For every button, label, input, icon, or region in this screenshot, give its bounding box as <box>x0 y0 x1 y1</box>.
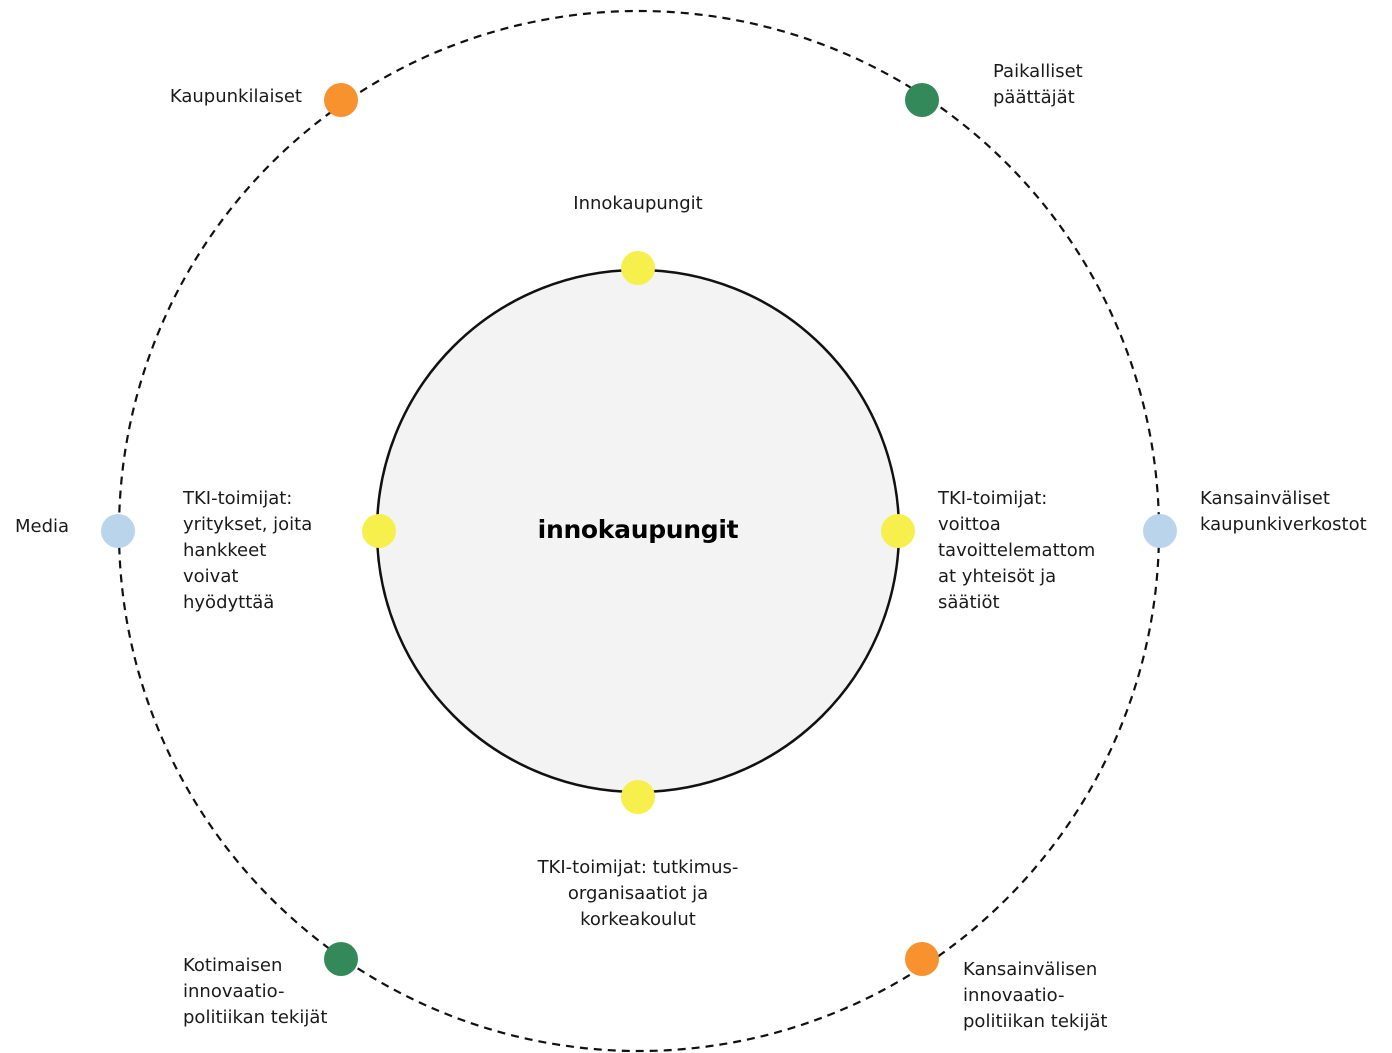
inner-ring <box>377 270 899 792</box>
node-dot-paikalliset-paattajat <box>905 83 939 117</box>
node-label-kaupunkilaiset: Kaupunkilaiset <box>169 86 302 107</box>
node-dot-kotimaisen-innovaatiopolitiikka <box>324 942 358 976</box>
innokaupungit-logo: innokaupungit <box>537 515 739 544</box>
node-label-kansainvalisen-innovaatiopolitiikka: Kansainvälisen innovaatio- politiikan te… <box>963 959 1108 1032</box>
node-dot-tki-yritykset <box>362 514 396 548</box>
node-label-tki-yritykset: TKI-toimijat: yritykset, joita hankkeet … <box>183 488 313 613</box>
node-dot-media <box>101 514 135 548</box>
node-label-media: Media <box>15 516 70 537</box>
node-label-kansainvaliset-kaupunkiverkostot: Kansainväliset kaupunkiverkostot <box>1200 488 1367 535</box>
node-dot-kansainvalisen-innovaatiopolitiikka <box>905 942 939 976</box>
node-dot-kaupunkilaiset <box>324 83 358 117</box>
node-label-kotimaisen-innovaatiopolitiikka: Kotimaisen innovaatio- politiikan tekijä… <box>183 955 328 1028</box>
node-label-innokaupungit: Innokaupungit <box>573 193 703 214</box>
node-label-tki-yhteisot: TKI-toimijat: voittoa tavoittelemattom a… <box>938 488 1096 613</box>
node-dot-tki-yhteisot <box>881 514 915 548</box>
node-dot-innokaupungit <box>621 251 655 285</box>
node-label-paikalliset-paattajat: Paikalliset päättäjät <box>993 61 1083 108</box>
node-dot-tki-tutkimus <box>621 780 655 814</box>
node-dot-kansainvaliset-kaupunkiverkostot <box>1143 514 1177 548</box>
node-label-tki-tutkimus: TKI-toimijat: tutkimus- organisaatiot ja… <box>537 857 739 930</box>
